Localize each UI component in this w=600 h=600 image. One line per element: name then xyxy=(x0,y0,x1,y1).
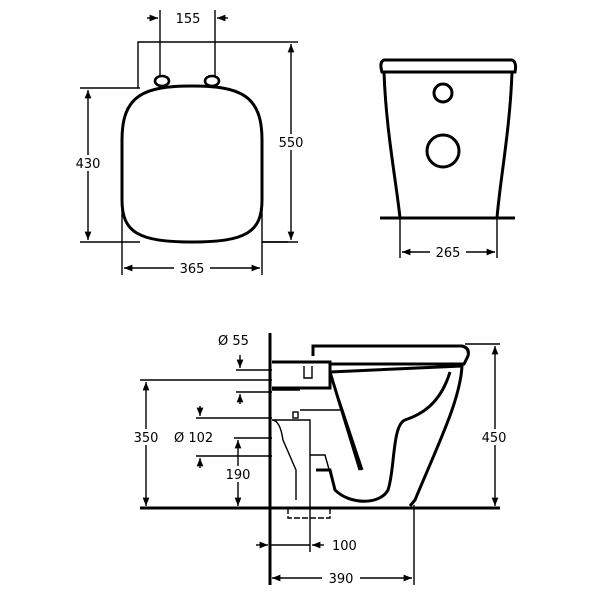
trap xyxy=(316,371,452,503)
dim-365: 365 xyxy=(180,262,205,277)
hinge-left xyxy=(153,74,171,88)
hinge-right xyxy=(203,74,221,88)
outlet-pipe xyxy=(271,419,311,500)
inlet-pipe xyxy=(272,360,332,390)
dim-390: 390 xyxy=(329,572,354,587)
dim-inlet-diameter: Ø 55 xyxy=(218,334,249,349)
dim-100: 100 xyxy=(332,539,357,554)
side-view: 350 Ø 55 Ø 102 190 450 100 390 xyxy=(128,333,512,587)
dim-450: 450 xyxy=(482,431,507,446)
bowl-inner-back xyxy=(328,371,364,471)
dim-550: 550 xyxy=(279,136,304,151)
top-view: 155 430 550 365 xyxy=(72,10,308,277)
dim-430: 430 xyxy=(76,157,101,172)
dim-155: 155 xyxy=(176,12,201,27)
outlet-hole xyxy=(425,133,461,169)
seat-outline xyxy=(120,84,264,244)
dim-350: 350 xyxy=(134,431,159,446)
lid-top xyxy=(379,58,518,74)
rear-view: 265 xyxy=(379,58,518,261)
bowl-outer-front xyxy=(329,364,464,507)
dim-190: 190 xyxy=(226,468,251,483)
seat-lid xyxy=(311,344,470,366)
body-outline xyxy=(382,71,514,219)
dim-outlet-diameter: Ø 102 xyxy=(174,431,213,446)
dim-265: 265 xyxy=(436,246,461,261)
inlet-hole xyxy=(432,82,454,104)
